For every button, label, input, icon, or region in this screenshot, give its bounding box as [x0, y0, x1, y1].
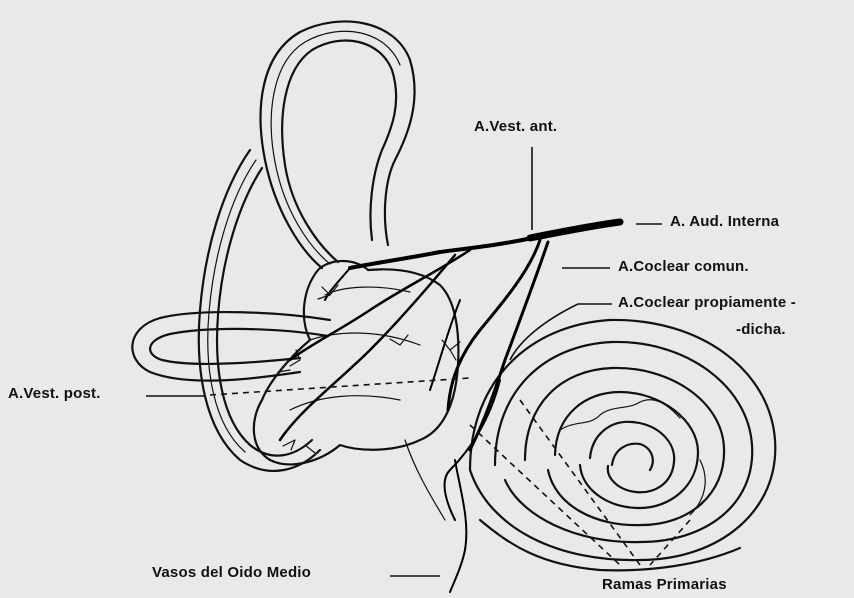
label-vest-ant: A.Vest. ant. — [474, 118, 557, 135]
label-vasos-oido-medio: Vasos del Oido Medio — [152, 564, 311, 581]
leader-coclear-propia — [510, 304, 612, 360]
label-coclear-propia-line1: A.Coclear propiamente - — [618, 294, 796, 311]
label-ramas-primarias: Ramas Primarias — [602, 576, 727, 593]
lateral-semicircular-canal — [132, 312, 330, 381]
leader-lines — [146, 147, 662, 576]
label-coclear-comun: A.Coclear comun. — [618, 258, 749, 275]
cochlea — [470, 320, 775, 570]
superior-semicircular-canal — [261, 21, 415, 268]
posterior-semicircular-canal — [199, 150, 320, 471]
vestibule — [254, 261, 459, 520]
label-coclear-propia-line2: -dicha. — [736, 321, 786, 338]
arteries — [278, 222, 620, 592]
label-vest-post: A.Vest. post. — [8, 385, 101, 402]
label-aud-interna: A. Aud. Interna — [670, 213, 779, 230]
